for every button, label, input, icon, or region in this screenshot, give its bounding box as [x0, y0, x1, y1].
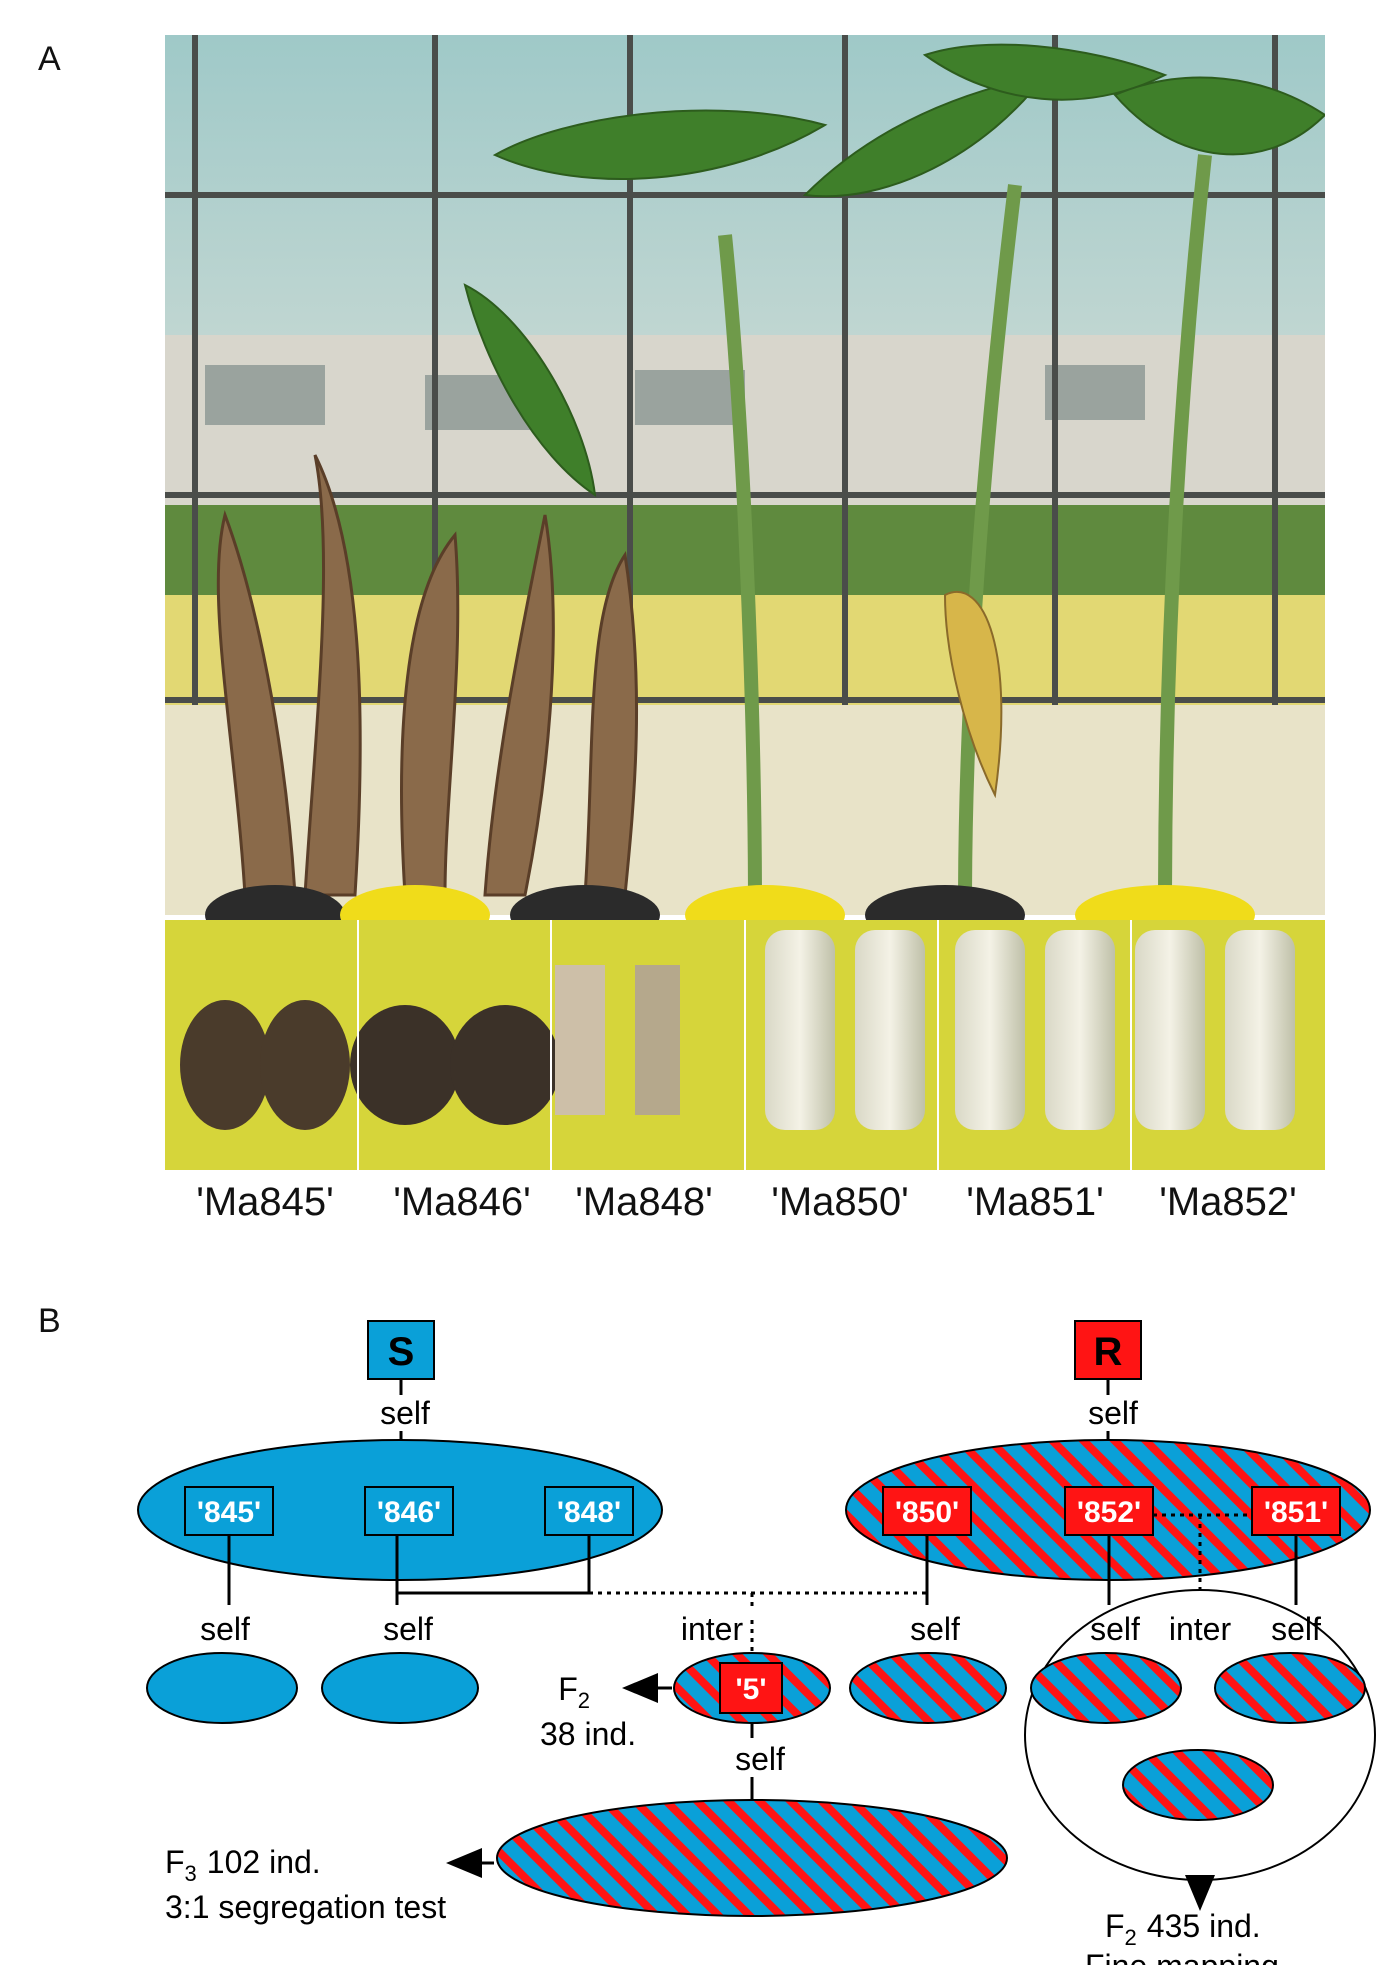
cultivar-label-ma846: 'Ma846' [393, 1180, 531, 1224]
cultivar-label-ma850: 'Ma850' [771, 1180, 909, 1224]
cultivar-label-ma848: 'Ma848' [575, 1180, 713, 1224]
f3-sub: 3 [185, 1861, 197, 1886]
f2-left-symbol: F2 [558, 1671, 590, 1713]
self-label-846: self [383, 1611, 433, 1647]
f2-left-count: 38 ind. [540, 1716, 636, 1752]
s845-self-progeny [146, 1652, 298, 1724]
line-852-box [1064, 1486, 1154, 1536]
self-label-r: self [1088, 1395, 1138, 1431]
f2-right-purpose: Fine mapping [1085, 1948, 1279, 1965]
r-box-label: R [1094, 1330, 1123, 1374]
f3-f: F [165, 1844, 185, 1880]
f2-left-f: F [558, 1671, 578, 1707]
panel-a-letter: A [38, 40, 61, 78]
r-box [1074, 1320, 1142, 1380]
line-851-label: '851' [1264, 1496, 1328, 1529]
line-846-box [364, 1486, 454, 1536]
r852x851-progeny [1122, 1749, 1274, 1821]
f2-right-f: F [1105, 1908, 1125, 1944]
f2-right-count: 435 ind. [1147, 1908, 1261, 1944]
f3-population [496, 1799, 1008, 1917]
line-845-label: '845' [197, 1496, 261, 1529]
f2-left-sub: 2 [578, 1688, 590, 1713]
r851-self-progeny [1214, 1652, 1366, 1724]
breeding-diagram: S R self self '845' '846' '848' '850' '8… [137, 1320, 1376, 1965]
line-846-label: '846' [377, 1496, 441, 1529]
f3-line-1: F3 102 ind. [165, 1844, 321, 1886]
inter-label-852x851-inner: inter [1169, 1611, 1232, 1647]
panel-b-letter: B [38, 1302, 61, 1340]
line-850-box [882, 1486, 972, 1536]
line-851-box [1251, 1486, 1341, 1536]
r852-self-progeny [1030, 1652, 1182, 1724]
self-label-852-inner: self [1090, 1611, 1140, 1647]
self-label-850: self [910, 1611, 960, 1647]
f3-test: 3:1 segregation test [165, 1889, 446, 1925]
s-box [367, 1320, 435, 1380]
self-label-851-inner: self [1271, 1611, 1321, 1647]
f3-count: 102 ind. [207, 1844, 321, 1880]
hybrid-5-label: '5' [736, 1673, 767, 1706]
line-848-box [544, 1486, 634, 1536]
self-label-845: self [200, 1611, 250, 1647]
line-848-label: '848' [557, 1496, 621, 1529]
self-label-s: self [380, 1395, 430, 1431]
greenhouse-photo [165, 35, 1325, 1170]
self-label-hybrid: self [735, 1741, 785, 1777]
cultivar-label-ma851: 'Ma851' [966, 1180, 1104, 1224]
line-852-label: '852' [1077, 1496, 1141, 1529]
cultivar-label-ma845: 'Ma845' [196, 1180, 334, 1224]
cultivar-label-ma852: 'Ma852' [1159, 1180, 1297, 1224]
f2-right-line-1: F2 435 ind. [1105, 1908, 1261, 1950]
inter-label-cross: inter [681, 1611, 744, 1647]
hybrid-5-box [719, 1662, 783, 1714]
line-850-label: '850' [895, 1496, 959, 1529]
r850-self-progeny [849, 1652, 1007, 1724]
s846-self-progeny [321, 1652, 479, 1724]
f2-right-sub: 2 [1125, 1925, 1137, 1950]
line-845-box [184, 1486, 274, 1536]
s-box-label: S [388, 1330, 415, 1374]
